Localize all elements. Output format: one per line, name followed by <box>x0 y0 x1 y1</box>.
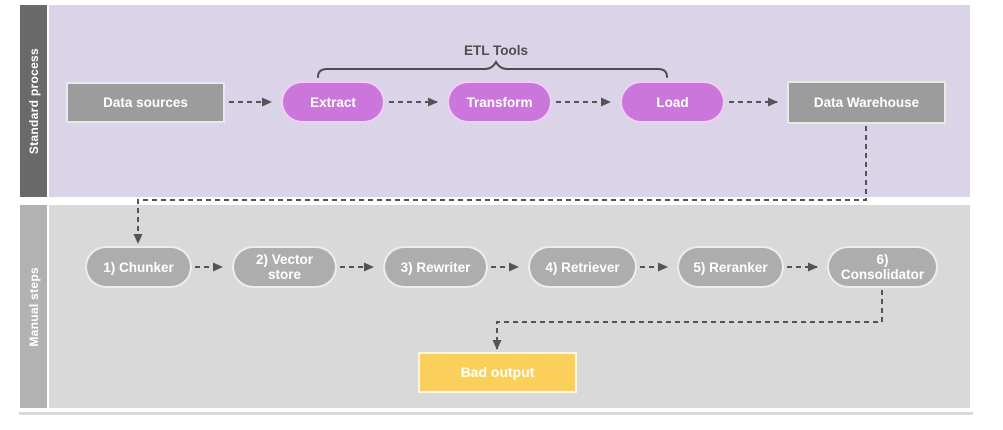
lane-standard-process-header: Standard process <box>20 5 47 197</box>
node-step-rewriter: 3) Rewriter <box>383 246 488 288</box>
node-transform: Transform <box>447 81 552 123</box>
lane-manual-steps-header: Manual steps <box>20 205 47 408</box>
node-step-reranker: 5) Reranker <box>677 246 784 288</box>
node-extract: Extract <box>281 81 385 123</box>
bottom-divider-line <box>19 412 973 415</box>
lane-manual-steps-title: Manual steps <box>26 266 41 347</box>
node-step-vector-store: 2) Vector store <box>232 246 337 288</box>
etl-tools-label: ETL Tools <box>464 43 528 58</box>
node-step-retriever: 4) Retriever <box>528 246 637 288</box>
node-bad-output: Bad output <box>418 352 577 393</box>
node-step-chunker: 1) Chunker <box>85 246 192 288</box>
node-load: Load <box>620 81 725 123</box>
node-data-sources: Data sources <box>66 82 225 123</box>
lane-standard-process-title: Standard process <box>26 47 41 155</box>
node-step-consolidator: 6) Consolidator <box>827 246 938 288</box>
node-data-warehouse: Data Warehouse <box>787 81 946 124</box>
